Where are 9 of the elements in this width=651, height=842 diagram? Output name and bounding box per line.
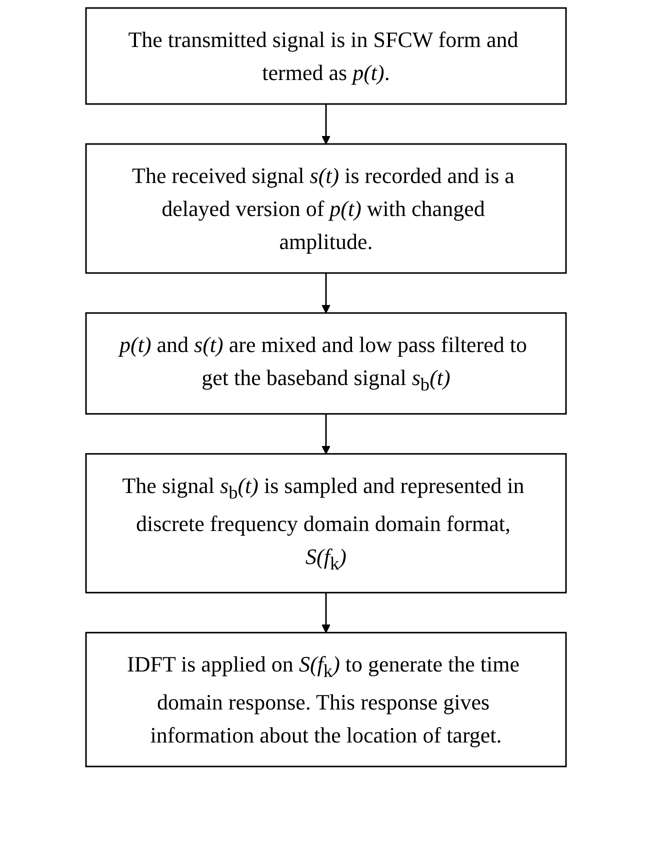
arrow	[321, 414, 330, 454]
arrow	[321, 592, 330, 634]
node-box: p(t) and s(t) are mixed and low pass filtered to get the baseband signal s$_{b}$(t)	[84, 312, 566, 415]
node-box: IDFT is applied on S(f$_{k}$) to generate the time domain response. This response gives information about the location of target.	[84, 632, 566, 768]
node-box: The transmitted signal is in SFCW form and termed as p(t).	[84, 7, 566, 105]
node-box: The signal s$_{b}$(t) is sampled and represented in discrete frequency domain domain format, S(f$_{k}$)	[84, 453, 566, 594]
arrow	[321, 273, 330, 314]
arrow	[321, 104, 330, 144]
node-box: The received signal s(t) is recorded and is a delayed version of p(t) with changed amplitude.	[84, 143, 566, 274]
